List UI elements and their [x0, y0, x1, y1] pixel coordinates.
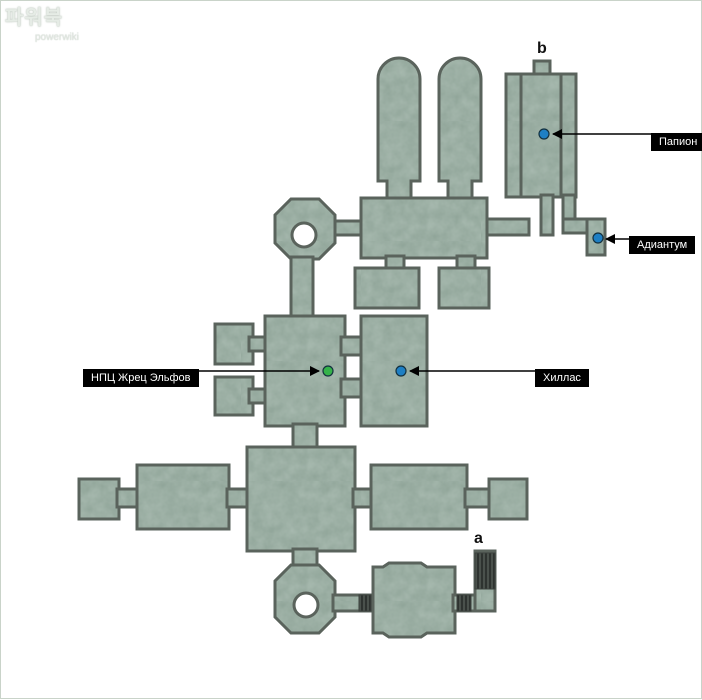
- bottom-exit-stairs: [474, 552, 496, 590]
- watermark-main: 파워북: [5, 7, 64, 29]
- hillas-marker[interactable]: [395, 365, 407, 377]
- lower-west-hall: [135, 463, 231, 531]
- north-south-corridor: [289, 255, 315, 321]
- tower-south-corridor: [539, 193, 555, 237]
- bottom-chamber: [371, 561, 457, 639]
- lower-east-hall: [369, 463, 469, 531]
- upper-pillar-right: [437, 56, 483, 201]
- octagon-room-north-pit: [290, 221, 318, 249]
- watermark-sub: powerwiki: [35, 32, 79, 43]
- upper-east-corridor: [485, 217, 531, 237]
- bottom-west-stairs: [358, 594, 372, 612]
- middle-complex: [213, 314, 429, 452]
- npc-priest-marker[interactable]: [322, 365, 334, 377]
- hillas-label[interactable]: Хиллас: [535, 369, 589, 387]
- upper-central-hall: [359, 196, 489, 260]
- middle-west-alcove-bottom: [213, 375, 255, 417]
- upper-annex-right: [437, 266, 491, 310]
- bottom-complex: [273, 549, 497, 639]
- npc-priest-label[interactable]: НПЦ Жрец Эльфов: [83, 369, 199, 387]
- lower-west-alcove: [77, 477, 121, 521]
- adiantum-marker[interactable]: [592, 232, 604, 244]
- bottom-east-stairs: [456, 594, 472, 612]
- upper-complex: [273, 56, 531, 321]
- octagon-room-south-pit: [292, 591, 320, 619]
- watermark-logo: 파워북 powerwiki: [5, 7, 89, 47]
- lower-east-alcove: [487, 477, 529, 521]
- middle-west-alcove-top: [213, 322, 255, 366]
- upper-pillar-left: [376, 56, 422, 201]
- exit-label-b: b: [537, 40, 547, 57]
- adiantum-label[interactable]: Адиантум: [629, 236, 696, 254]
- lower-complex: [77, 445, 529, 571]
- papion-marker[interactable]: [538, 128, 550, 140]
- exit-label-a: a: [474, 530, 483, 547]
- great-hall: [245, 445, 357, 553]
- papion-label[interactable]: Папион: [651, 133, 702, 151]
- upper-annex-left: [353, 266, 421, 310]
- lower-east-link: [463, 487, 493, 509]
